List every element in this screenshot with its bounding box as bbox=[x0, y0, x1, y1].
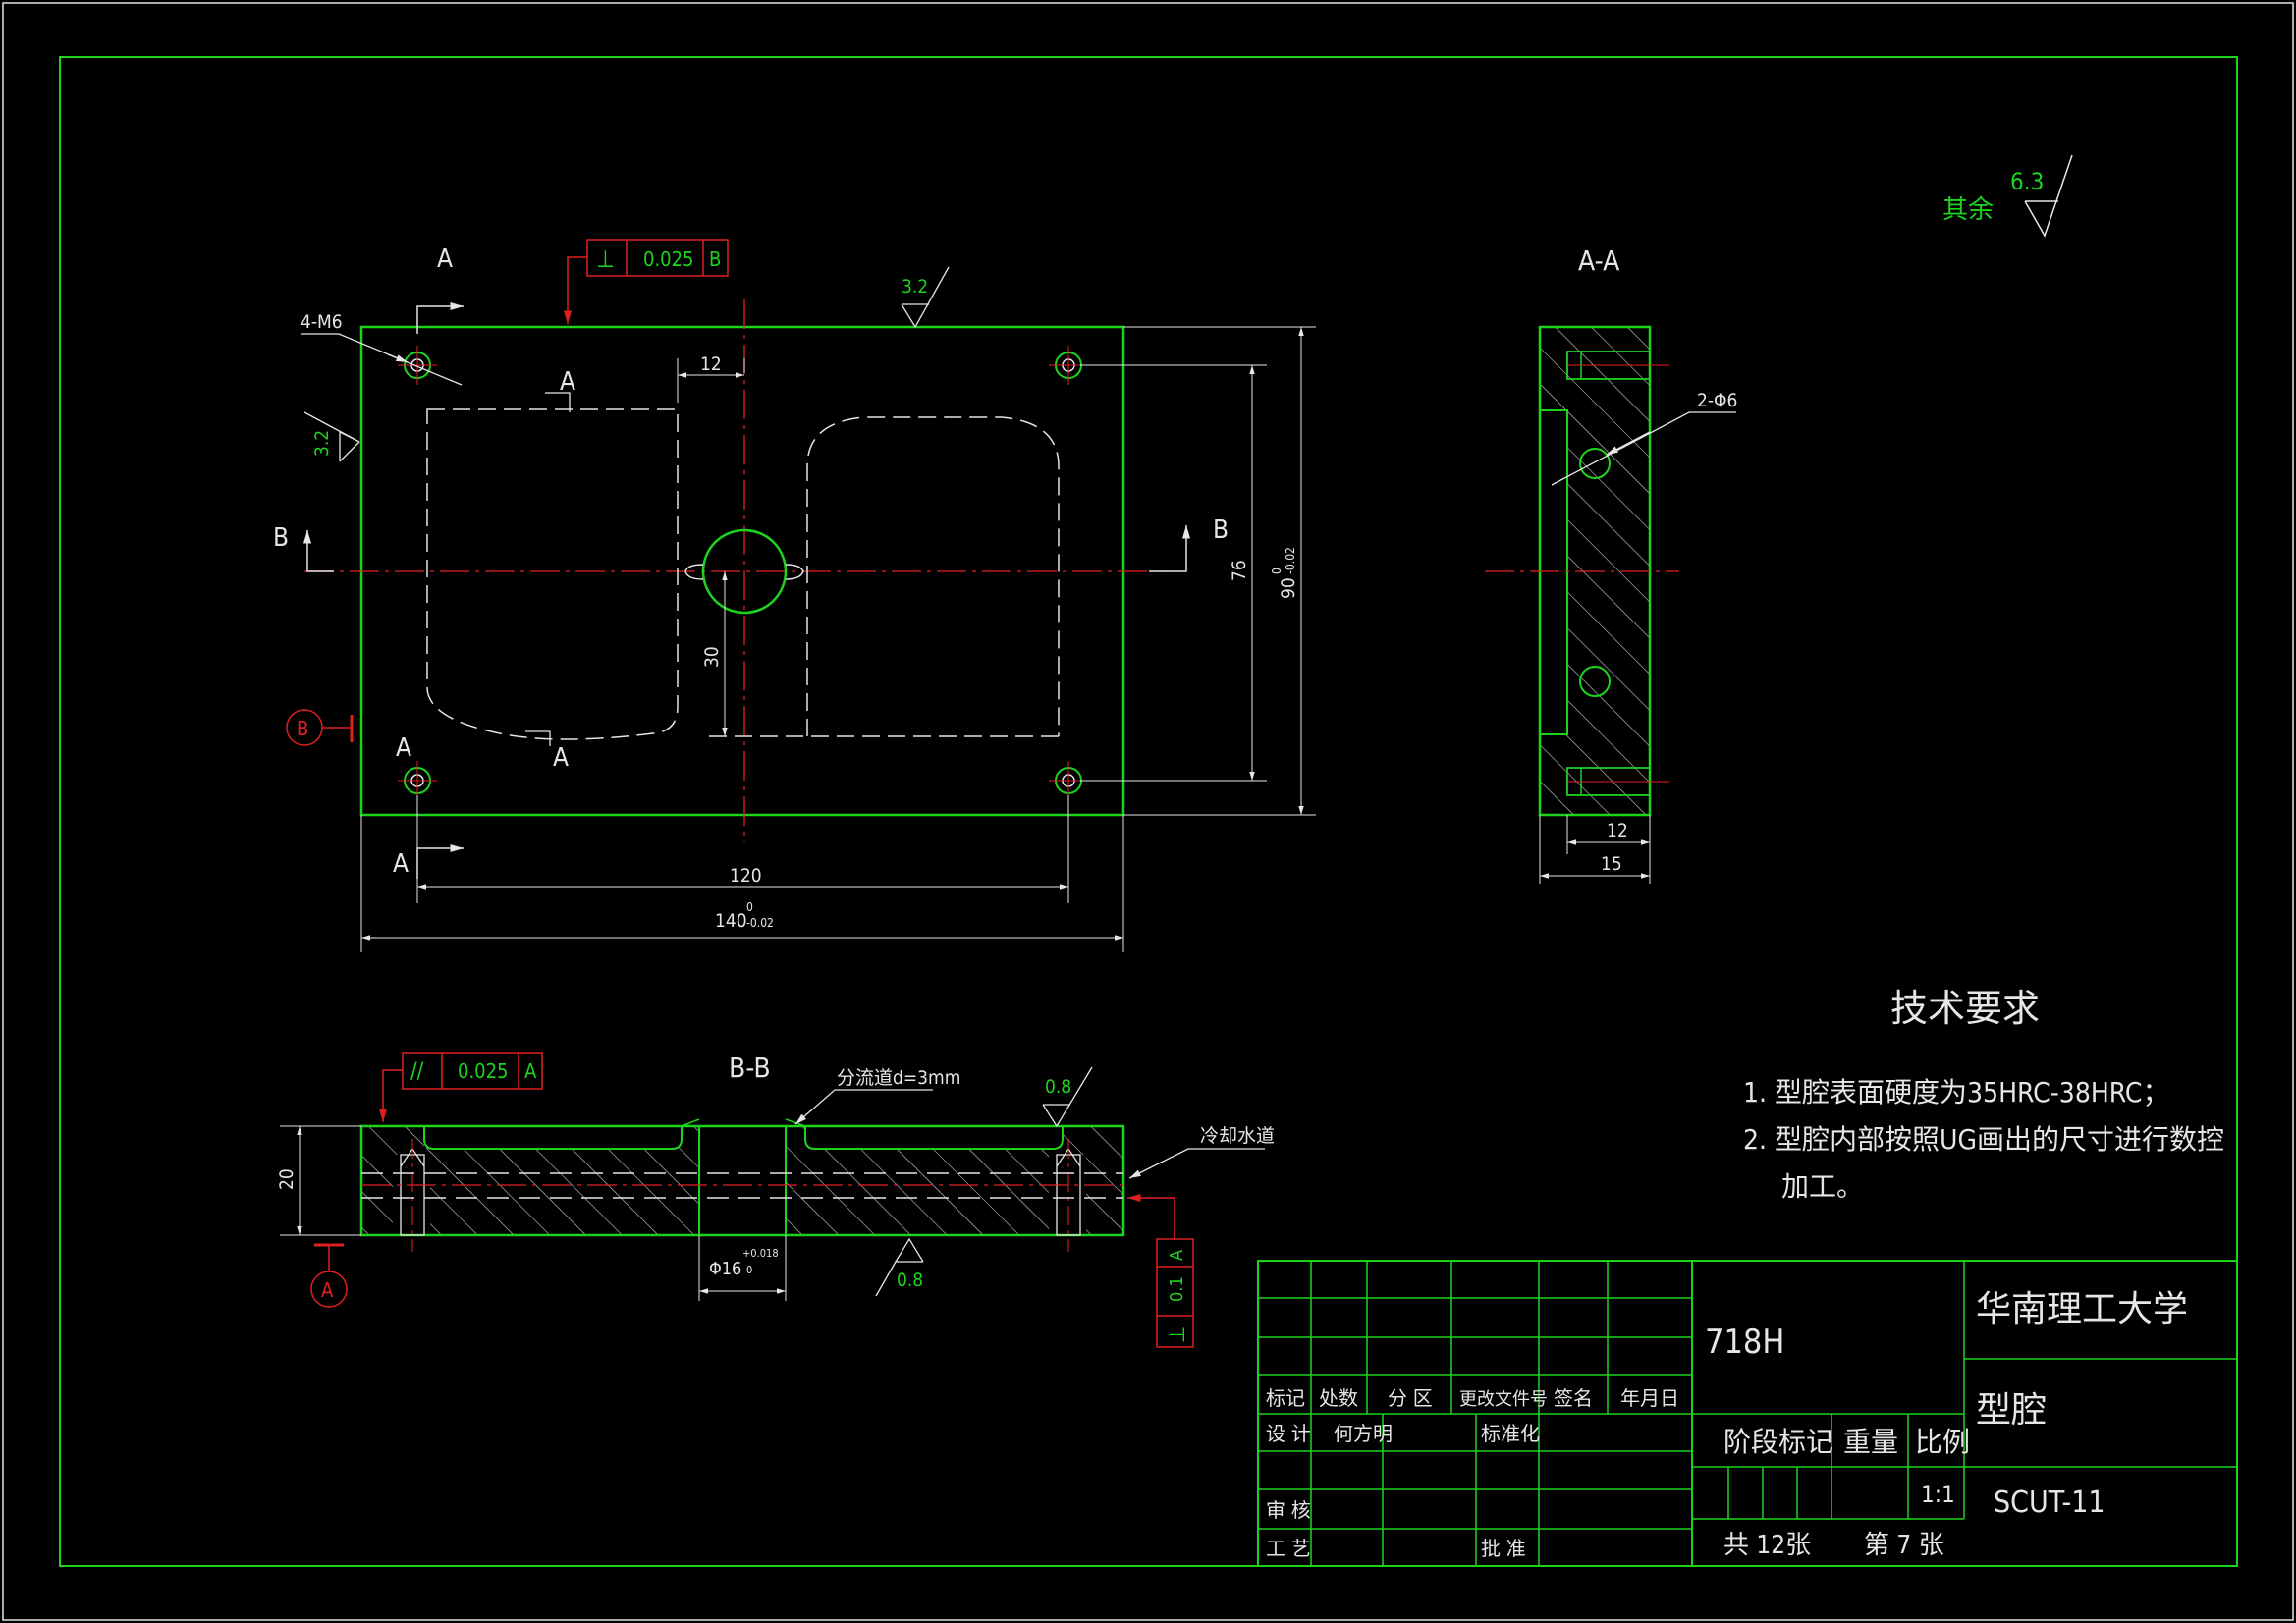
aa-dim-15: 15 bbox=[1601, 853, 1622, 875]
aa-cavity-pocket bbox=[1539, 409, 1568, 735]
tech-requirement-1: 1. 型腔表面硬度为35HRC-38HRC； bbox=[1743, 1076, 2170, 1109]
roughness-other: 其余 6.3 bbox=[1942, 154, 2073, 238]
bb-roughness-bottom: 0.8 bbox=[897, 1270, 923, 1291]
university: 华南理工大学 bbox=[1976, 1289, 2188, 1329]
gdt-frame-top: ⊥ 0.025 B bbox=[563, 239, 729, 324]
datum-b-label: B bbox=[297, 717, 308, 740]
bb-dim-16-tol-upper: +0.018 bbox=[742, 1247, 779, 1260]
aa-hole-callout: 2-Φ6 bbox=[1697, 390, 1737, 411]
bb-channel-note: 分流道d=3mm bbox=[837, 1067, 960, 1089]
roughness-other-value: 6.3 bbox=[2010, 168, 2044, 195]
left-cavity-hidden bbox=[426, 408, 679, 740]
section-label-b-left: B bbox=[273, 523, 289, 553]
right-cavity-hidden bbox=[806, 416, 1060, 736]
section-aa: A-A 2-Φ6 12 15 bbox=[1485, 244, 1737, 884]
header-signature: 签名 bbox=[1554, 1386, 1593, 1410]
header-change-doc: 更改文件号 bbox=[1459, 1389, 1548, 1410]
approve-label: 批 准 bbox=[1481, 1537, 1526, 1560]
material: 718H bbox=[1705, 1323, 1784, 1362]
section-label-a-bottom: A bbox=[393, 849, 409, 879]
review-label: 审 核 bbox=[1266, 1498, 1311, 1522]
tech-requirement-2: 2. 型腔内部按照UG画出的尺寸进行数控 bbox=[1743, 1123, 2224, 1156]
header-mark: 标记 bbox=[1266, 1386, 1305, 1410]
part-name: 型腔 bbox=[1976, 1390, 2047, 1431]
gdt-frame-perpendicular: A 0.1 ⊥ bbox=[1127, 1193, 1194, 1348]
section-label-a-top: A bbox=[437, 244, 453, 274]
dim-12: 12 bbox=[700, 353, 722, 375]
svg-text:B: B bbox=[709, 247, 721, 271]
section-label-b-right: B bbox=[1213, 515, 1229, 545]
sheet-inner-frame bbox=[59, 56, 2238, 1567]
aa-dim-12: 12 bbox=[1607, 820, 1628, 841]
sheet-number: 第 7 张 bbox=[1864, 1531, 1944, 1560]
total-sheets: 共 12张 bbox=[1723, 1531, 1811, 1560]
dim-90-tol-lower: -0.02 bbox=[1284, 547, 1297, 574]
scale-value: 1:1 bbox=[1921, 1481, 1955, 1508]
process-label: 工 艺 bbox=[1266, 1537, 1311, 1560]
gdt-frame-parallel: // 0.025 A bbox=[378, 1052, 543, 1122]
svg-text:⊥: ⊥ bbox=[1166, 1326, 1190, 1343]
svg-text:0.025: 0.025 bbox=[643, 247, 694, 271]
svg-text://: // bbox=[410, 1059, 424, 1084]
dim-140-tol-upper: 0 bbox=[746, 900, 753, 914]
roughness-other-label: 其余 bbox=[1942, 195, 1994, 225]
bb-plate-outline bbox=[359, 1124, 1125, 1237]
title-block-text: 718H 华南理工大学 型腔 SCUT-11 标记 处数 分 区 更改文件号 签… bbox=[1266, 1289, 2188, 1560]
svg-text:A: A bbox=[1167, 1250, 1187, 1261]
main-view: A A A B B A A 4-M6 ⊥ 0.025 B 3.2 bbox=[273, 239, 1316, 952]
svg-text:⊥: ⊥ bbox=[596, 245, 615, 273]
weight-label: 重量 bbox=[1843, 1426, 1898, 1458]
header-date: 年月日 bbox=[1620, 1386, 1679, 1410]
header-count: 处数 bbox=[1319, 1386, 1358, 1410]
inner-label-a-bottom: A bbox=[553, 743, 569, 773]
dim-140: 140 bbox=[715, 910, 747, 932]
svg-text:A: A bbox=[524, 1059, 537, 1083]
bb-roughness-top: 0.8 bbox=[1045, 1076, 1071, 1098]
dim-30: 30 bbox=[701, 646, 723, 668]
svg-text:0.025: 0.025 bbox=[458, 1059, 509, 1083]
corner-holes bbox=[398, 346, 1088, 800]
drawing-number: SCUT-11 bbox=[1994, 1486, 2105, 1520]
header-zone: 分 区 bbox=[1388, 1386, 1433, 1410]
tech-requirements: 技术要求 1. 型腔表面硬度为35HRC-38HRC； 2. 型腔内部按照UG画… bbox=[1743, 987, 2224, 1203]
dim-90-tol-upper: 0 bbox=[1270, 568, 1284, 574]
scale-label: 比例 bbox=[1915, 1426, 1970, 1458]
designer-name: 何方明 bbox=[1334, 1422, 1393, 1445]
dim-76: 76 bbox=[1229, 560, 1250, 581]
stage-label: 阶段标记 bbox=[1723, 1426, 1833, 1458]
svg-text:0.1: 0.1 bbox=[1167, 1276, 1187, 1302]
dim-90: 90 bbox=[1278, 577, 1299, 599]
bb-dim-16: Φ16 bbox=[709, 1259, 741, 1279]
section-aa-title: A-A bbox=[1578, 244, 1620, 277]
bb-cavity-left bbox=[423, 1126, 683, 1150]
section-bb-title: B-B bbox=[729, 1052, 771, 1084]
bb-dim-16-tol-lower: 0 bbox=[746, 1264, 752, 1276]
bb-dim-20: 20 bbox=[276, 1168, 298, 1190]
dim-140-tol-lower: -0.02 bbox=[746, 916, 774, 930]
datum-a-label: A bbox=[321, 1278, 334, 1302]
sprue-circle bbox=[701, 528, 788, 615]
hole-callout-4-m6: 4-M6 bbox=[301, 311, 343, 333]
tech-requirement-3: 加工。 bbox=[1781, 1170, 1864, 1203]
standardize-label: 标准化 bbox=[1481, 1422, 1540, 1445]
dim-120: 120 bbox=[730, 865, 762, 887]
roughness-left-value: 3.2 bbox=[311, 430, 333, 457]
inner-label-a-top: A bbox=[560, 367, 575, 397]
tech-requirements-title: 技术要求 bbox=[1890, 987, 2040, 1030]
section-bb: B-B // 0.025 A bbox=[276, 1052, 1275, 1348]
design-label: 设 计 bbox=[1266, 1422, 1311, 1445]
roughness-top-value: 3.2 bbox=[902, 276, 928, 298]
bb-cooling-note: 冷却水道 bbox=[1200, 1125, 1275, 1147]
bb-cavity-right bbox=[804, 1126, 1064, 1150]
corner-label-a: A bbox=[396, 733, 411, 763]
title-block bbox=[1257, 1260, 2238, 1567]
